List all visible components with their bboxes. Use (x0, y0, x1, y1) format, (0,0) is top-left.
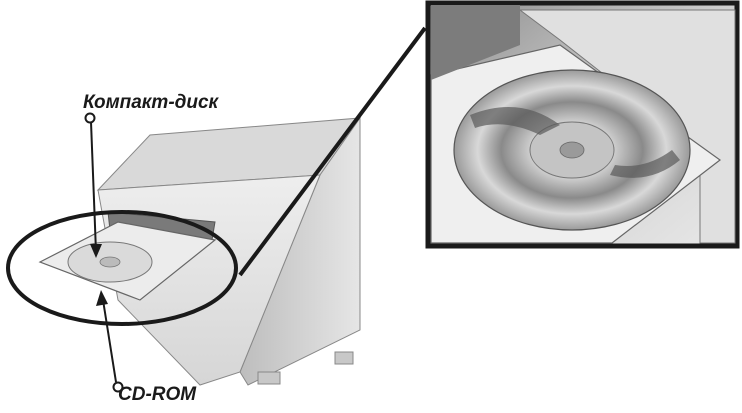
tower-foot (335, 352, 353, 364)
tower-foot (258, 372, 280, 384)
inset-disc-hole (560, 142, 584, 158)
callout-line (103, 300, 116, 382)
callout-dot (86, 114, 95, 123)
callout-cd-rom (96, 290, 123, 392)
callout-line (91, 122, 96, 252)
tray-disc-hub (100, 257, 120, 267)
callout-arrowhead (96, 290, 108, 306)
zoom-inset (428, 3, 737, 246)
label-cd-rom: CD-ROM (118, 384, 196, 406)
label-compact-disc: Компакт-диск (83, 92, 218, 114)
computer-tower (40, 118, 360, 385)
